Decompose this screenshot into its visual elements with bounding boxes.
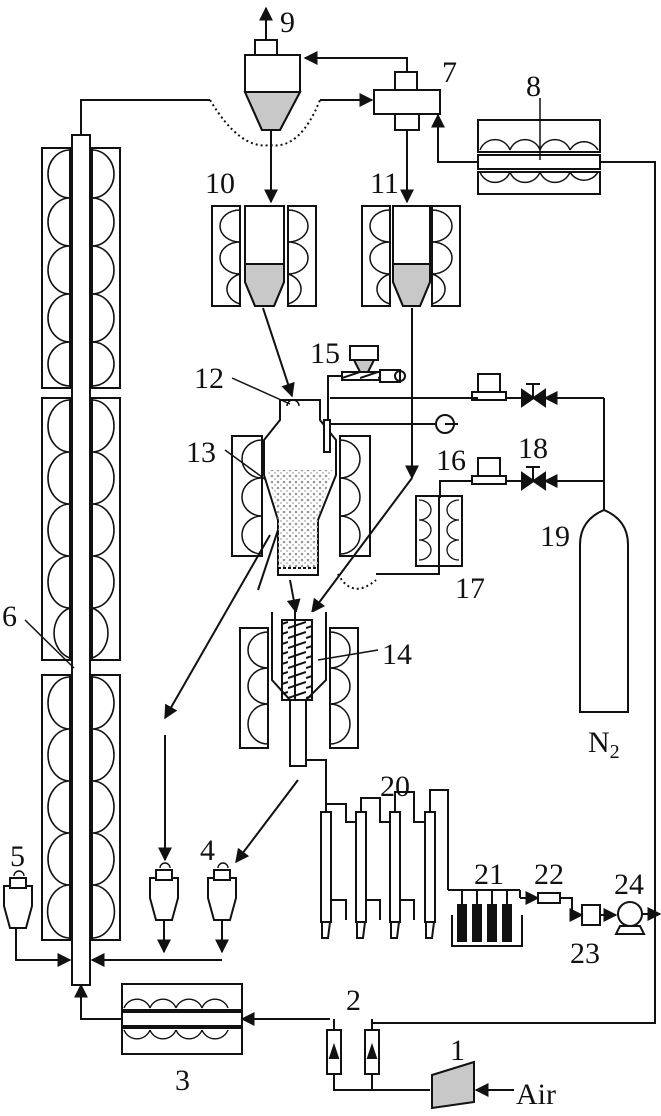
label-13: 13 — [186, 436, 216, 469]
stirrer-icon — [286, 399, 300, 407]
label-21: 21 — [474, 858, 504, 891]
cyclone-4a — [149, 862, 179, 954]
hopper-11 — [361, 205, 461, 307]
condensers-20 — [320, 770, 449, 939]
label-6: 6 — [2, 600, 17, 633]
label-9: 9 — [280, 6, 295, 39]
label-7: 7 — [442, 56, 457, 89]
label-1: 1 — [450, 1034, 465, 1067]
label-12: 12 — [194, 362, 224, 395]
cyclone-4b — [207, 862, 237, 954]
label-5: 5 — [10, 840, 25, 873]
label-22: 22 — [534, 858, 564, 891]
label-18: 18 — [518, 432, 548, 465]
label-23: 23 — [570, 937, 600, 970]
nitrogen-cylinder-19 — [579, 508, 629, 713]
reactor-14 — [235, 600, 379, 864]
separator-7 — [303, 51, 441, 131]
valve-18 — [521, 466, 546, 491]
label-20: 20 — [380, 770, 410, 803]
cold-traps-21 — [448, 889, 523, 947]
label-16: 16 — [436, 444, 466, 477]
labels: 9 7 8 10 11 15 12 18 13 16 19 17 6 14 N2… — [2, 6, 644, 1111]
label-11: 11 — [370, 167, 399, 200]
label-15: 15 — [310, 337, 340, 370]
label-air: Air — [516, 1078, 556, 1111]
cyclone-5 — [3, 870, 72, 967]
label-4: 4 — [200, 834, 215, 867]
reactor-13 — [224, 377, 458, 590]
compressor-1 — [431, 1060, 514, 1110]
feeder-15 — [327, 345, 406, 420]
label-10: 10 — [205, 167, 235, 200]
label-19: 19 — [540, 520, 570, 553]
heater-8 — [477, 98, 601, 195]
air-heater-3 — [121, 983, 243, 1055]
rotameters-2 — [326, 1019, 430, 1091]
label-2: 2 — [346, 984, 361, 1017]
cyclone-9 — [243, 6, 302, 131]
hopper-10 — [211, 205, 317, 307]
preheater-17 — [376, 495, 463, 575]
label-n2-gas: N2 — [588, 726, 620, 763]
label-8: 8 — [526, 70, 541, 103]
riser-6 — [24, 134, 121, 986]
riser-heater-left — [41, 147, 71, 941]
filter-22 — [537, 892, 561, 904]
label-24: 24 — [614, 868, 644, 901]
label-leader-6 — [24, 619, 75, 669]
riser-heater-right — [91, 147, 121, 941]
meter-23 — [581, 904, 601, 926]
flowmeter-16 — [471, 457, 507, 485]
label-17: 17 — [455, 572, 485, 605]
label-14: 14 — [382, 638, 412, 671]
label-3: 3 — [175, 1064, 190, 1097]
pump-24 — [614, 901, 661, 935]
